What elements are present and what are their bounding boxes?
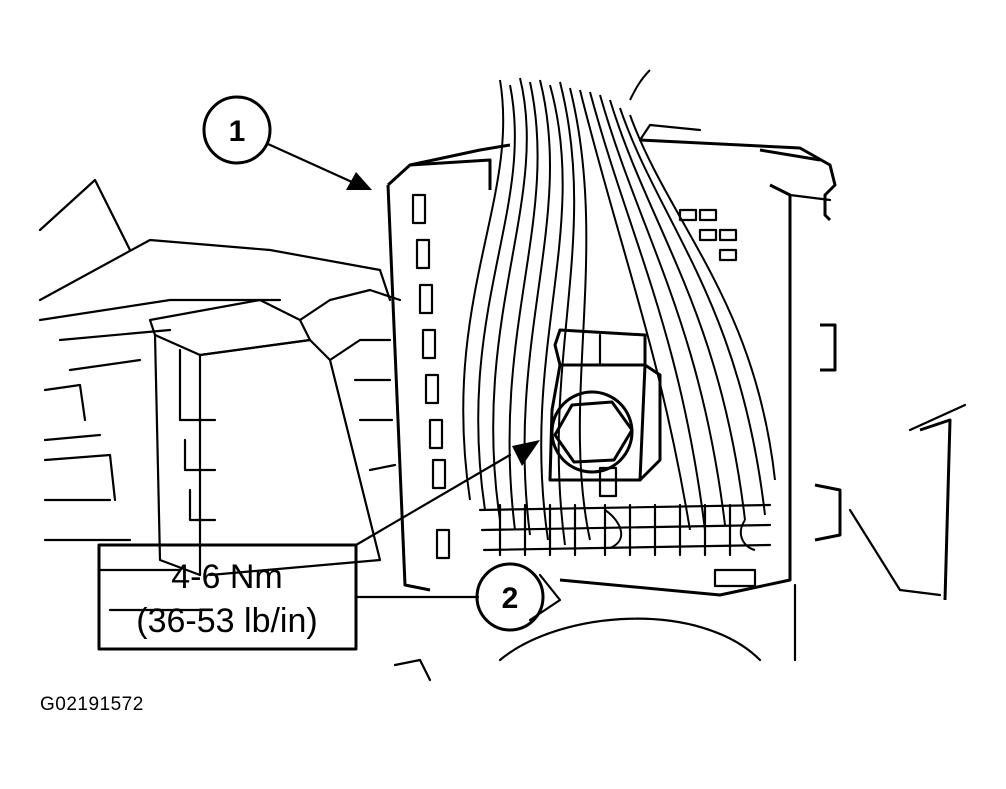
figure-id: G02191572	[40, 694, 144, 715]
callout-2-number: 2	[502, 582, 519, 615]
callout-2: 2	[475, 562, 545, 632]
torque-arrowhead	[512, 440, 540, 466]
wire-harness	[462, 69, 776, 551]
left-bracket-structure	[38, 178, 392, 612]
hex-bolt	[550, 390, 634, 474]
lower-components	[393, 403, 967, 682]
bolt-boss	[548, 328, 662, 498]
callout-1: 1	[202, 95, 372, 190]
callout-1-number: 1	[229, 115, 246, 148]
side-module	[148, 288, 402, 577]
callout-1-arrowhead	[346, 172, 372, 190]
connector-housing	[386, 123, 842, 597]
torque-spec-box: 4-6 Nm (36-53 lb/in)	[97, 440, 540, 651]
torque-spec-metric: 4-6 Nm	[171, 558, 282, 596]
torque-spec-imperial: (36-53 lb/in)	[136, 602, 317, 640]
